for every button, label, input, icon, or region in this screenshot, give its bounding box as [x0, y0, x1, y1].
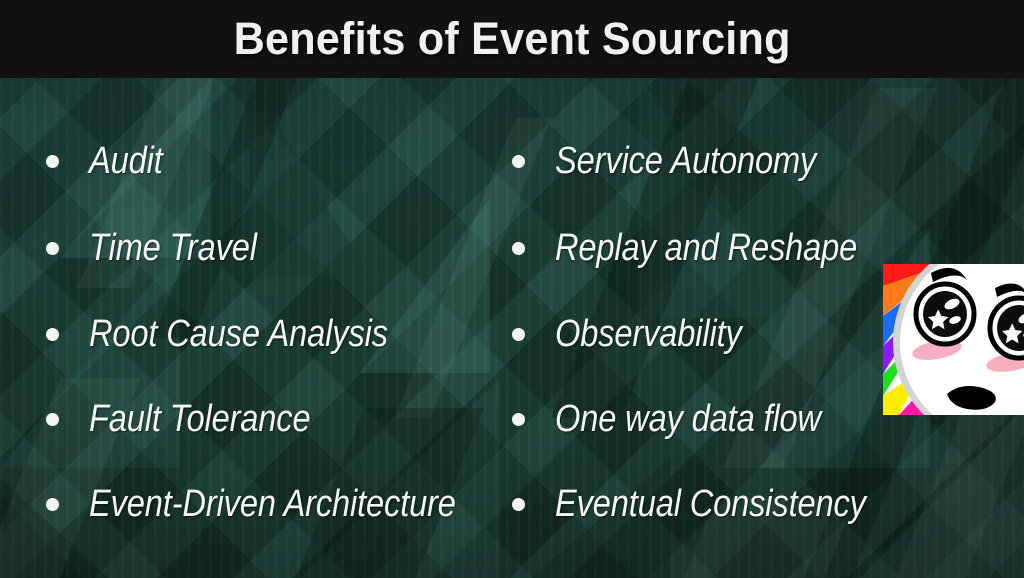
slide-title-bar: Benefits of Event Sourcing	[0, 0, 1024, 78]
bullet-label: Eventual Consistency	[555, 482, 866, 525]
bullet-label: Fault Tolerance	[89, 397, 311, 440]
bullet-dot-icon	[512, 497, 525, 511]
list-item: Eventual Consistency	[512, 476, 916, 532]
background-triangle	[860, 408, 1024, 578]
bullet-dot-icon	[512, 154, 525, 168]
background-triangle	[60, 78, 210, 258]
list-item: Observability	[512, 306, 772, 362]
bullet-label: Event-Driven Architecture	[89, 482, 456, 525]
bullet-label: One way data flow	[555, 397, 821, 440]
list-item: Root Cause Analysis	[46, 306, 437, 362]
bullet-dot-icon	[512, 412, 525, 426]
background-triangle	[640, 78, 810, 318]
bullet-label: Observability	[555, 312, 742, 355]
bullet-dot-icon	[46, 154, 59, 168]
list-item: Time Travel	[46, 220, 284, 276]
avatar-right-eye	[987, 295, 1024, 361]
background-triangle	[250, 78, 370, 278]
list-item: Fault Tolerance	[46, 391, 347, 447]
bullet-label: Audit	[89, 139, 163, 182]
bullet-dot-icon	[512, 241, 525, 255]
webcam-avatar[interactable]	[883, 264, 1024, 415]
list-item: One way data flow	[512, 391, 864, 447]
list-item: Service Autonomy	[512, 133, 859, 189]
background-triangle	[0, 248, 180, 468]
list-item: Event-Driven Architecture	[46, 476, 516, 532]
slide-content: Audit Time Travel Root Cause Analysis Fa…	[0, 78, 1024, 578]
avatar-mouth	[947, 386, 996, 410]
bullet-dot-icon	[512, 327, 525, 341]
bullet-dot-icon	[46, 327, 59, 341]
bullet-dot-icon	[46, 497, 59, 511]
avatar-left-eye	[913, 281, 977, 347]
slide-title: Benefits of Event Sourcing	[233, 13, 791, 64]
background-triangle	[360, 198, 490, 373]
list-item: Audit	[46, 133, 175, 189]
bullet-label: Time Travel	[89, 226, 257, 269]
bullet-label: Replay and Reshape	[555, 226, 858, 269]
list-item: Replay and Reshape	[512, 220, 906, 276]
bullet-label: Root Cause Analysis	[89, 312, 388, 355]
avatar-face-icon	[883, 264, 1024, 415]
background-triangle	[520, 458, 670, 578]
bullet-dot-icon	[46, 241, 59, 255]
background-triangle	[300, 378, 500, 578]
bullet-dot-icon	[46, 412, 59, 426]
bullet-label: Service Autonomy	[555, 139, 817, 182]
avatar-eyebrows	[931, 267, 1024, 297]
background-triangle	[0, 478, 120, 578]
